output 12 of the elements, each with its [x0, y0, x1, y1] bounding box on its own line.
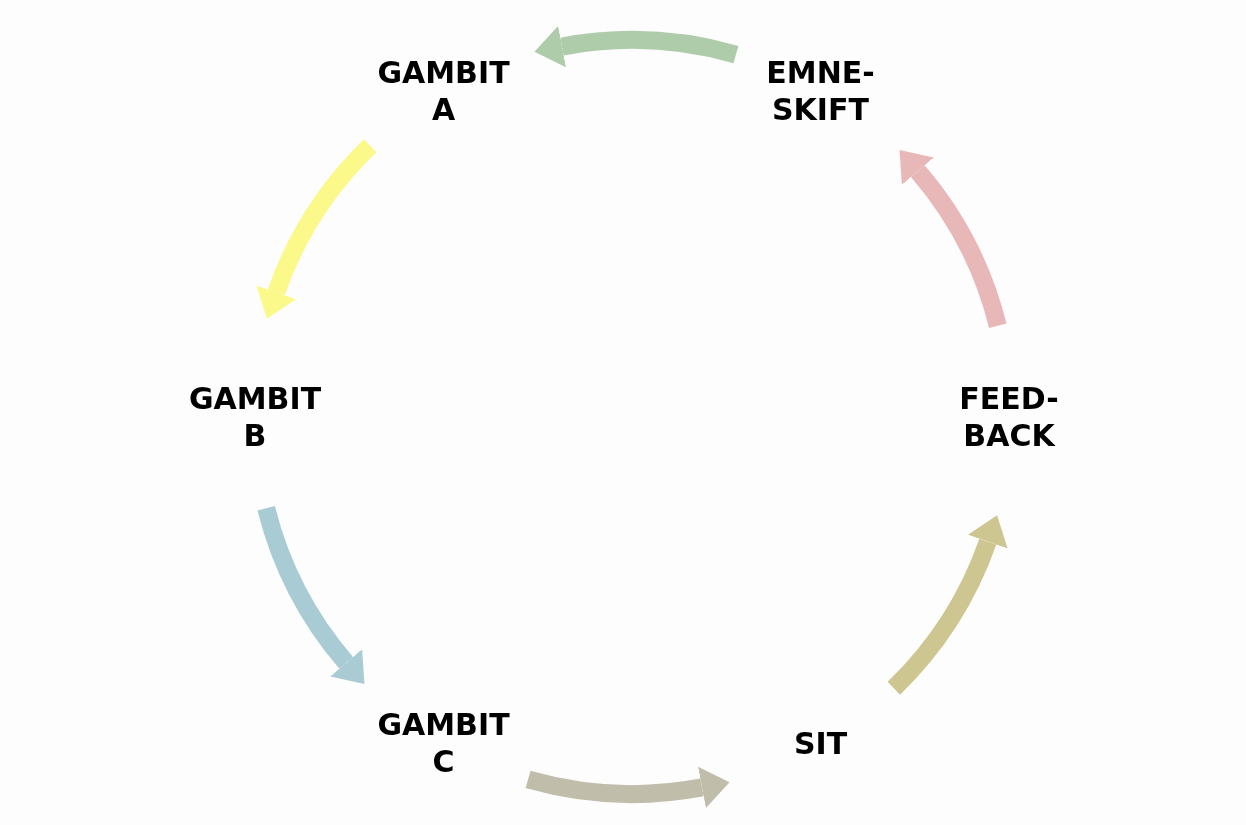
curved-arrow: [900, 148, 1007, 329]
step-label: GAMBIT A: [377, 53, 510, 128]
curved-arrow: [526, 766, 730, 809]
curved-arrow: [887, 515, 1008, 695]
step-label: FEED- BACK: [959, 380, 1059, 454]
curved-arrow: [256, 139, 377, 319]
curved-arrow: [534, 25, 738, 68]
step-label: GAMBIT B: [188, 380, 322, 454]
step-label: SIT: [793, 725, 848, 762]
step-label: EMNE- SKIFT: [766, 53, 875, 128]
curved-arrow: [257, 505, 364, 686]
step-label: GAMBIT C: [377, 706, 510, 781]
